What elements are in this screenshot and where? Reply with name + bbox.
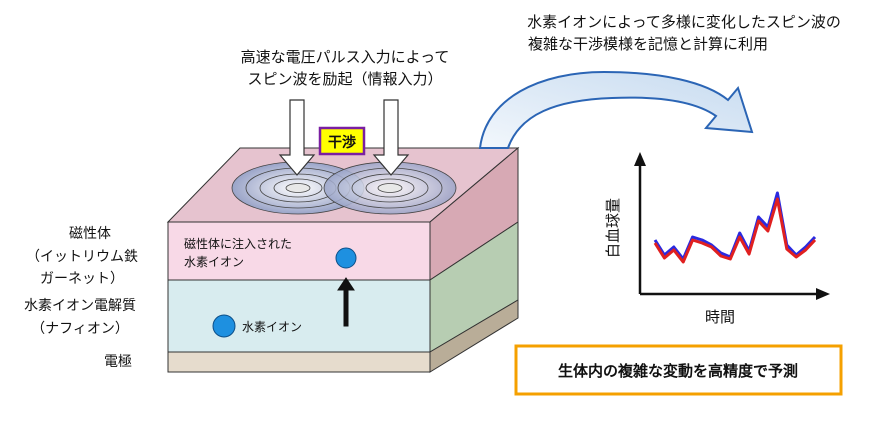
electrode-layer-side — [429, 299, 519, 373]
pulse-input-caption-line1: 高速な電圧パルス入力によって — [241, 48, 450, 66]
interference-badge — [318, 126, 366, 156]
pulse-input-caption-line2: スピン波を励起（情報入力） — [247, 70, 442, 88]
prediction-chart: 白血球量 時間 — [604, 152, 830, 326]
injected-proton — [335, 247, 357, 269]
chart-x-axis-arrowhead — [816, 288, 830, 300]
electrolyte-label-line1: 水素イオン電解質 — [24, 298, 136, 314]
electrolyte-proton — [212, 314, 236, 338]
interference-label: 干渉 — [328, 134, 356, 151]
electrode-layer-front — [167, 351, 431, 373]
pulse-input-arrow-left — [278, 99, 316, 176]
chart-y-label: 白血球量 — [604, 198, 622, 258]
electrode-label: 電極 — [104, 354, 132, 370]
spinwave-caption-line2: 複雑な干渉模様を記憶と計算に利用 — [528, 35, 768, 53]
electrolyte-layer-front — [167, 279, 431, 353]
spinwave-caption-line1: 水素イオンによって多様に変化したスピン波の — [527, 13, 841, 31]
proton-migration-arrow — [337, 277, 355, 327]
flow-curved-arrow — [478, 70, 754, 149]
chart-series-line-2 — [653, 197, 817, 264]
chart-y-axis-arrowhead — [634, 152, 646, 166]
injected-proton-label-line1: 磁性体に注入された — [184, 236, 292, 251]
conclusion-box — [514, 344, 843, 396]
pulse-input-arrow-right — [372, 99, 410, 176]
magnet-layer-front — [167, 221, 431, 281]
electrolyte-proton-label: 水素イオン — [242, 320, 302, 334]
magnet-label-line1: 磁性体 — [69, 226, 111, 242]
magnet-label-line2: （イットリウム鉄 — [26, 249, 138, 265]
chart-x-label: 時間 — [705, 308, 735, 326]
magnet-label-line3: ガーネット） — [40, 271, 124, 287]
chart-series-group — [653, 191, 817, 264]
spin-wave-right — [323, 161, 457, 215]
electrolyte-label-line2: （ナフィオン） — [31, 321, 129, 337]
injected-proton-label-line2: 水素イオン — [184, 255, 244, 269]
conclusion-text: 生体内の複雑な変動を高精度で予測 — [558, 362, 798, 380]
